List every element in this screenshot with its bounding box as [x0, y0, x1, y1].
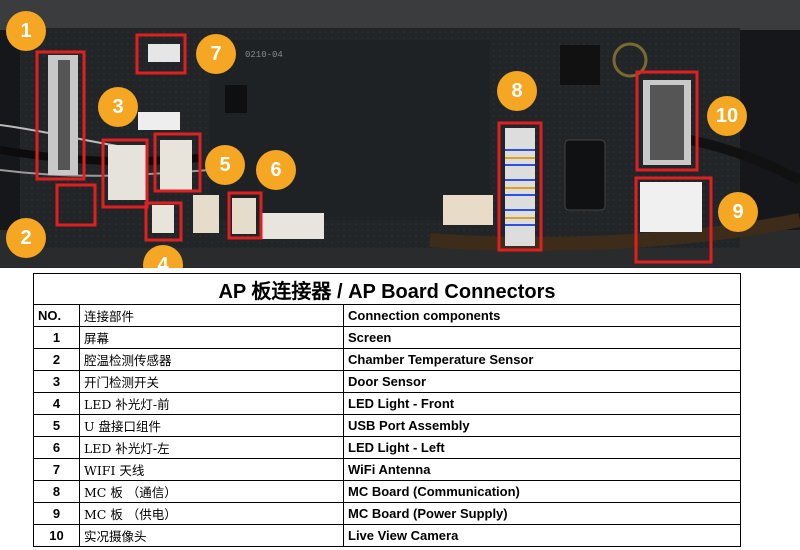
row-component-en: USB Port Assembly [342, 414, 742, 437]
row-component-zh: 开门检测开关 [79, 370, 344, 393]
row-component-zh: MC 板 （通信） [79, 480, 344, 503]
badge-7: 7 [196, 34, 236, 74]
badge-10: 10 [707, 96, 747, 136]
row-number: 2 [33, 348, 80, 371]
badge-3: 3 [98, 87, 138, 127]
badge-8: 8 [497, 71, 537, 111]
badge-2: 2 [6, 218, 46, 258]
highlight-2 [55, 183, 97, 227]
row-component-en: Door Sensor [342, 370, 742, 393]
row-component-en: MC Board (Communication) [342, 480, 742, 503]
highlight-7 [135, 33, 187, 75]
row-number: 6 [33, 436, 80, 459]
row-component-en: Chamber Temperature Sensor [342, 348, 742, 371]
row-number: 1 [33, 326, 80, 349]
connector-table: AP 板连接器 / AP Board Connectors NO. 连接部件 C… [32, 273, 742, 547]
row-number: 7 [33, 458, 80, 481]
highlight-1 [35, 50, 86, 181]
row-component-zh: 屏幕 [79, 326, 344, 349]
board-photo: 0210-04 1 2 3 4 5 6 7 8 9 10 [0, 0, 800, 268]
row-number: 9 [33, 502, 80, 525]
highlight-9 [634, 176, 713, 264]
badge-6: 6 [256, 150, 296, 190]
row-number: 5 [33, 414, 80, 437]
row-number: 8 [33, 480, 80, 503]
row-number: 3 [33, 370, 80, 393]
board-illustration: 0210-04 [0, 0, 800, 268]
row-component-en: LED Light - Front [342, 392, 742, 415]
table-header-row: NO. 连接部件 Connection components [33, 304, 742, 327]
highlight-3 [101, 138, 149, 209]
row-number: 4 [33, 392, 80, 415]
header-zh: 连接部件 [79, 304, 344, 327]
row-component-zh: U 盘接口组件 [79, 414, 344, 437]
row-component-zh: 腔温检测传感器 [79, 348, 344, 371]
row-component-en: MC Board (Power Supply) [342, 502, 742, 525]
highlight-boxes [35, 33, 713, 264]
badge-9: 9 [718, 192, 758, 232]
row-component-en: WiFi Antenna [342, 458, 742, 481]
row-component-zh: LED 补光灯-左 [79, 436, 344, 459]
table-title: AP 板连接器 / AP Board Connectors [32, 273, 742, 305]
highlight-6 [227, 191, 263, 240]
row-component-zh: MC 板 （供电） [79, 502, 344, 525]
highlight-10 [635, 70, 699, 172]
row-component-en: Live View Camera [342, 524, 742, 547]
connector-table-wrap: AP 板连接器 / AP Board Connectors NO. 连接部件 C… [32, 273, 742, 547]
row-component-zh: LED 补光灯-前 [79, 392, 344, 415]
highlight-5 [153, 132, 202, 193]
row-component-en: LED Light - Left [342, 436, 742, 459]
row-number: 10 [33, 524, 80, 547]
table-title-row: AP 板连接器 / AP Board Connectors [32, 273, 742, 305]
header-en: Connection components [342, 304, 742, 327]
header-no: NO. [33, 304, 80, 327]
badge-1: 1 [6, 11, 46, 51]
badge-5: 5 [205, 145, 245, 185]
row-component-en: Screen [342, 326, 742, 349]
highlight-4 [144, 201, 183, 242]
row-component-zh: 实况摄像头 [79, 524, 344, 547]
badge-4: 4 [143, 245, 183, 268]
highlight-8 [497, 121, 543, 252]
silkscreen-label: 0210-04 [245, 50, 283, 60]
row-component-zh: WIFI 天线 [79, 458, 344, 481]
